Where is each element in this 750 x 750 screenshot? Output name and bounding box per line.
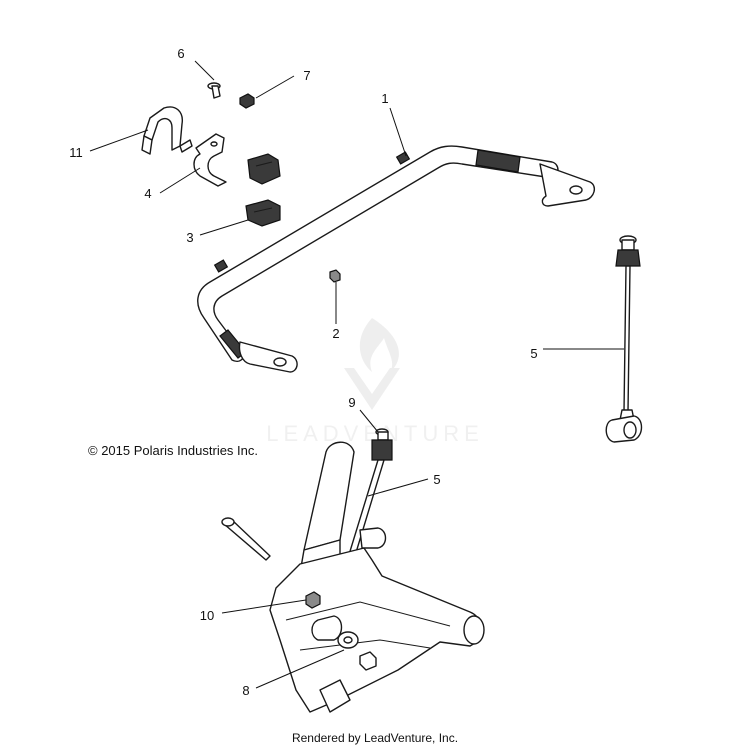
- bushing-lower-part-3: [245, 199, 281, 227]
- callout-10: 10: [200, 608, 214, 623]
- link-rod-right: [605, 235, 643, 443]
- callout-3: 3: [186, 230, 193, 245]
- nut-part-2: [329, 269, 341, 283]
- nut-part-7: [239, 93, 255, 109]
- callout-5-lower: 5: [433, 472, 440, 487]
- callout-7: 7: [303, 68, 310, 83]
- bushing-upper: [247, 153, 281, 185]
- copyright-notice: © 2015 Polaris Industries Inc.: [88, 443, 258, 458]
- callout-5-right: 5: [530, 346, 537, 361]
- stabilizer-bar: [197, 145, 596, 373]
- callout-8: 8: [242, 683, 249, 698]
- bolt-part-6: [207, 82, 221, 99]
- bracket-part-4: [193, 133, 227, 187]
- callout-1: 1: [381, 91, 388, 106]
- watermark-logo: LEADVENTURE: [266, 318, 479, 446]
- nut-part-10: [305, 591, 321, 609]
- callout-9: 9: [348, 395, 355, 410]
- bushing-part-8: [311, 615, 377, 671]
- callout-2: 2: [332, 326, 339, 341]
- callout-6: 6: [177, 46, 184, 61]
- clamp-part-11: [141, 106, 193, 155]
- control-arm-assembly: [221, 441, 485, 713]
- leader-lines: [89, 60, 624, 689]
- callout-11: 11: [69, 145, 83, 160]
- render-credit: Rendered by LeadVenture, Inc.: [291, 731, 459, 745]
- callout-4: 4: [144, 186, 151, 201]
